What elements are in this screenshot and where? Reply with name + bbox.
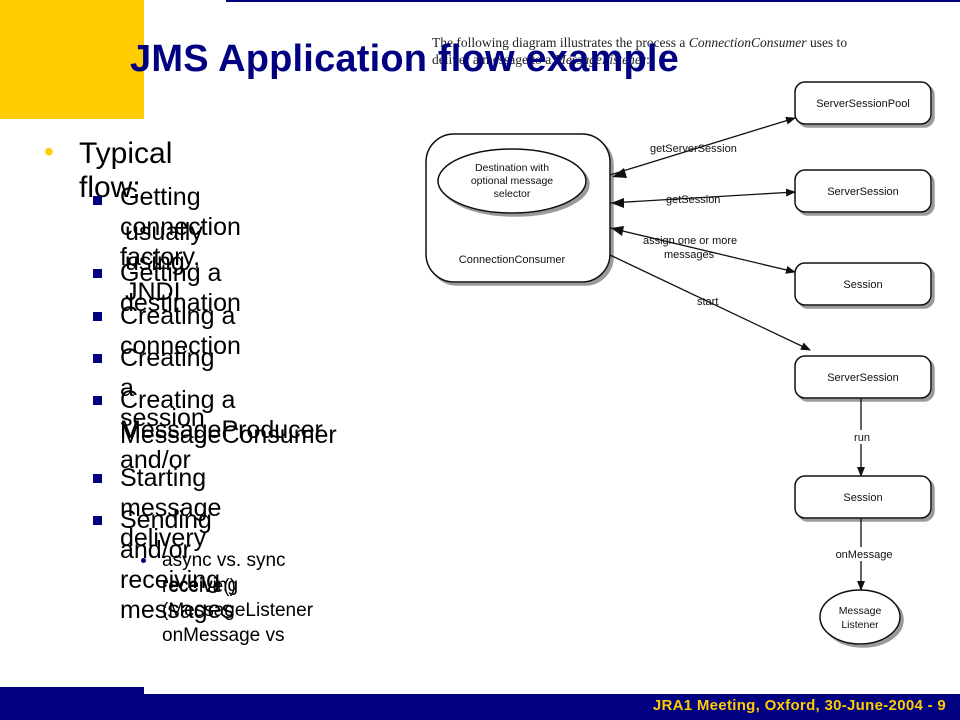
square-bullet-icon (93, 516, 102, 525)
list-item: Starting message delivery (120, 464, 222, 552)
list-item: Creating a MessageProducer and/or (120, 386, 323, 474)
svg-text:start: start (697, 296, 718, 308)
server-session-pool-node: ServerSessionPool (794, 81, 932, 125)
svg-text:ServerSessionPool: ServerSessionPool (816, 98, 910, 110)
list-item-continuation: MessageConsumer (120, 421, 337, 449)
dot-bullet-icon (141, 558, 146, 563)
square-bullet-icon (93, 354, 102, 363)
svg-text:getSession: getSession (666, 194, 720, 206)
message-listener-node: Message Listener (819, 589, 901, 645)
top-rule (226, 0, 960, 2)
sub-list-item-continuation: receive() (162, 576, 236, 597)
svg-text:Message: Message (839, 605, 882, 617)
session-node-2: Session (794, 475, 932, 519)
list-item: Getting connection factory, (120, 183, 241, 271)
svg-text:Listener: Listener (841, 619, 879, 631)
slide-title: JMS Application flow example (130, 38, 679, 80)
svg-text:messages: messages (664, 249, 715, 261)
list-item-continuation: usually using JNDI (125, 218, 203, 306)
edge-get-server-session: getServerSession (609, 116, 796, 178)
square-bullet-icon (93, 196, 102, 205)
connection-consumer-label: ConnectionConsumer (459, 254, 566, 266)
svg-text:assign one or more: assign one or more (643, 235, 737, 247)
edge-on-message: onMessage (836, 518, 893, 591)
edge-assign-messages: assign one or more messages (609, 226, 796, 274)
square-bullet-icon (93, 396, 102, 405)
destination-label-1: Destination with (475, 162, 549, 174)
svg-text:ServerSession: ServerSession (827, 186, 899, 198)
server-session-node-1: ServerSession (794, 169, 932, 213)
svg-text:ServerSession: ServerSession (827, 372, 899, 384)
list-item: Creating a session (120, 344, 215, 432)
connection-consumer-node: Destination with optional message select… (425, 133, 611, 283)
svg-text:run: run (854, 432, 870, 444)
footer-notch (0, 687, 144, 695)
destination-label-3: selector (494, 188, 531, 200)
caption-line-1: The following diagram illustrates the pr… (432, 35, 848, 50)
destination-label-2: optional message (471, 175, 553, 187)
edge-run: run (849, 398, 875, 477)
svg-text:Session: Session (843, 492, 882, 504)
diagram-caption: The following diagram illustrates the pr… (432, 34, 932, 68)
yellow-corner-block (0, 0, 144, 119)
sub-list-item: async vs. sync receiving (MessageListene… (162, 550, 314, 646)
footer-bar (0, 694, 960, 720)
svg-text:getServerSession: getServerSession (650, 143, 737, 155)
svg-text:Session: Session (843, 279, 882, 291)
edge-get-session: getSession (609, 188, 796, 208)
bullet-heading: Typical flow: (79, 137, 173, 204)
session-node-1: Session (794, 262, 932, 306)
heading-bullet-icon: • (44, 136, 54, 167)
footer-text: JRA1 Meeting, Oxford, 30-June-2004 - 9 (652, 697, 946, 714)
square-bullet-icon (93, 269, 102, 278)
square-bullet-icon (93, 312, 102, 321)
list-item: Getting a destination (120, 259, 241, 317)
svg-text:onMessage: onMessage (836, 549, 893, 561)
list-item: Creating a connection (120, 302, 241, 360)
list-item: Sending and/or receiving messages (120, 506, 234, 624)
server-session-node-2: ServerSession (794, 355, 932, 399)
caption-line-2: deliver a message to a MessageListener: (432, 52, 650, 67)
edge-start: start (609, 254, 811, 351)
square-bullet-icon (93, 474, 102, 483)
